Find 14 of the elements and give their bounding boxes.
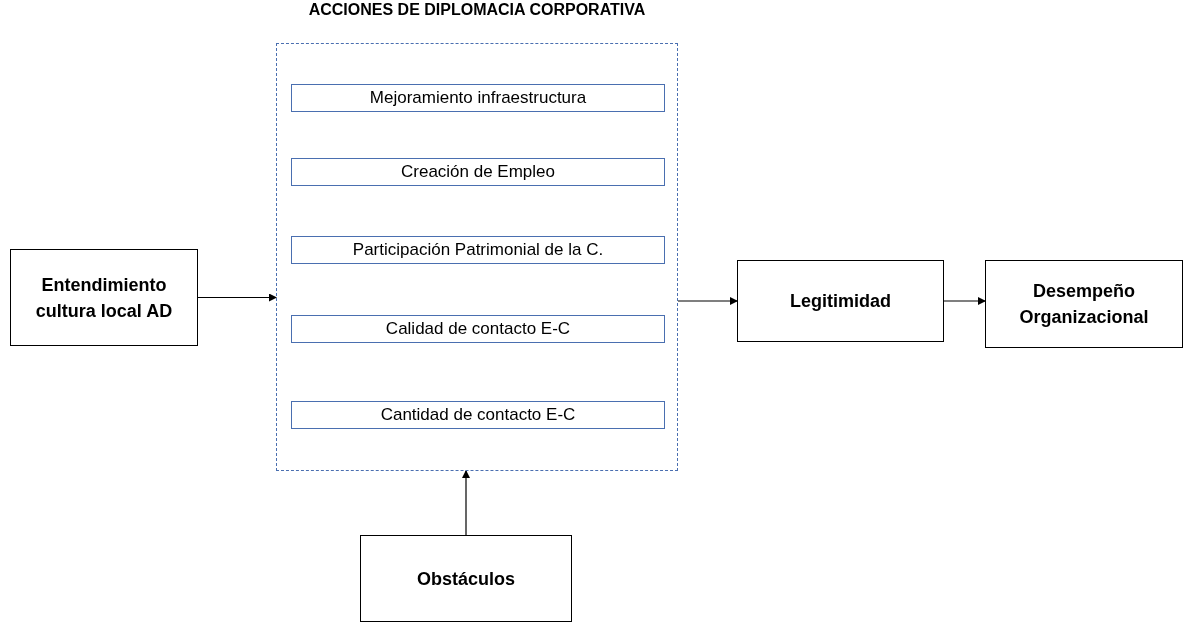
process-box: Desempeño Organizacional (985, 260, 1183, 348)
arrow (197, 293, 277, 302)
action-box: Calidad de contacto E-C (291, 315, 665, 343)
arrow (943, 297, 986, 305)
action-box: Participación Patrimonial de la C. (291, 236, 665, 264)
group-heading: ACCIONES DE DIPLOMACIA CORPORATIVA (307, 0, 647, 20)
arrow (677, 297, 738, 305)
action-box: Mejoramiento infraestructura (291, 84, 665, 112)
action-box: Cantidad de contacto E-C (291, 401, 665, 429)
process-box: Legitimidad (737, 260, 944, 342)
action-box: Creación de Empleo (291, 158, 665, 186)
process-box: Obstáculos (360, 535, 572, 622)
process-box: Entendimiento cultura local AD (10, 249, 198, 346)
arrow (462, 470, 470, 536)
